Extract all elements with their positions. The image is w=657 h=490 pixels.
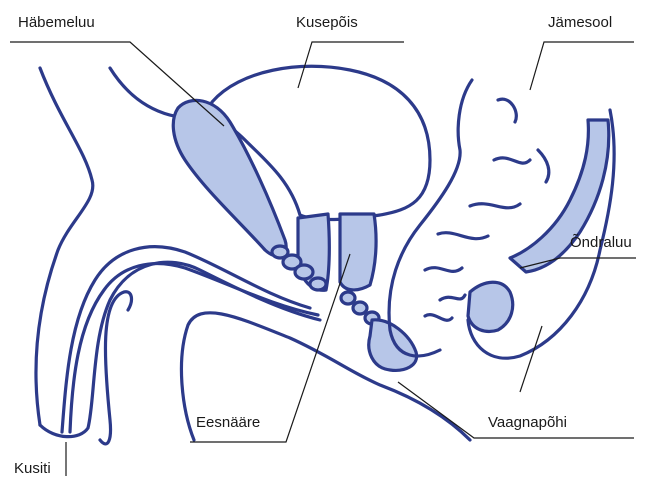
label-kusepois: Kusepõis — [296, 14, 358, 32]
scrotum-lower — [124, 292, 131, 310]
label-eesnaare: Eesnääre — [196, 414, 260, 432]
thigh-outline — [36, 68, 93, 425]
label-kusiti: Kusiti — [14, 460, 51, 478]
pelvic-floor-bulb — [369, 320, 417, 371]
coccyx — [468, 282, 513, 331]
pubic-bone — [173, 100, 286, 256]
penis-outline — [40, 262, 320, 436]
label-jamesool: Jämesool — [548, 14, 612, 32]
prostate-right — [340, 214, 376, 290]
label-vaagnapohi: Vaagnapõhi — [488, 414, 567, 432]
label-ondraluu: Õndraluu — [570, 234, 632, 252]
label-habemeluu: Häbemeluu — [18, 14, 95, 32]
